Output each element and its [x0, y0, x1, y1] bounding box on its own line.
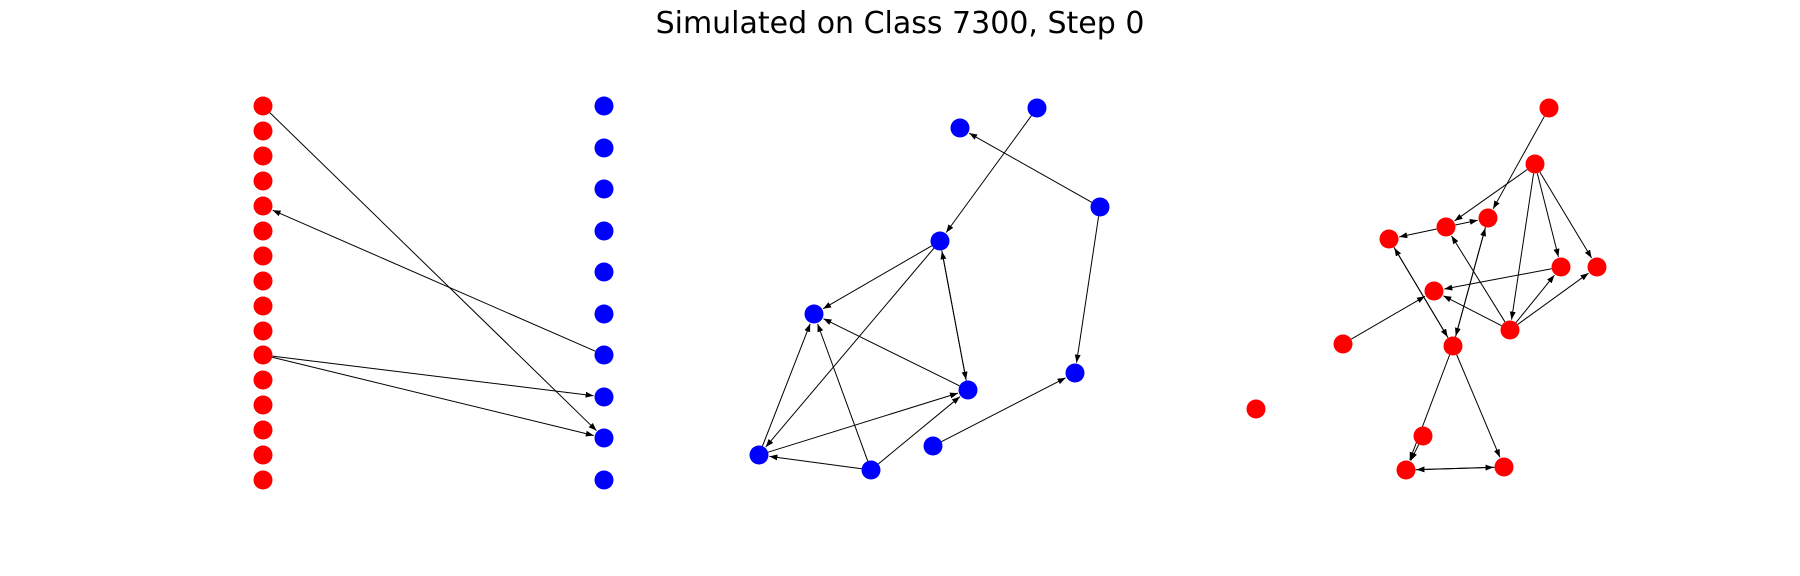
node-g1	[1027, 98, 1047, 118]
node-h12	[1396, 460, 1416, 480]
node-g5	[1065, 363, 1085, 383]
node-h8	[1246, 399, 1266, 419]
node-g2	[1090, 197, 1110, 217]
node-h14	[1494, 457, 1514, 477]
panel-blue-graph	[749, 98, 1110, 480]
node-b6	[594, 345, 614, 365]
node-r6	[253, 246, 273, 266]
edge-g8-g6	[878, 396, 961, 465]
node-b2	[594, 179, 614, 199]
edge-h3-h4	[1399, 228, 1437, 239]
node-b4	[594, 262, 614, 282]
node-h1	[1525, 154, 1545, 174]
edge-h14-h12	[1416, 466, 1495, 473]
edge-h5-h7	[1444, 268, 1552, 291]
node-r11	[253, 370, 273, 390]
edge-h3-h2	[1455, 218, 1478, 226]
node-h3	[1436, 217, 1456, 237]
node-r10	[253, 345, 273, 365]
node-b3	[594, 221, 614, 241]
edge-r10-b7	[272, 355, 594, 398]
node-h4	[1379, 229, 1399, 249]
edge-r10-b8	[272, 356, 594, 437]
node-r12	[253, 395, 273, 415]
node-b5	[594, 304, 614, 324]
edge-g8-g3	[817, 323, 869, 462]
edge-h10-h5	[1515, 274, 1555, 323]
panel-bipartite	[253, 96, 614, 490]
node-h10	[1500, 320, 1520, 340]
node-r5	[253, 221, 273, 241]
node-r8	[253, 296, 273, 316]
node-r7	[253, 271, 273, 291]
edge-g7-g6	[767, 392, 959, 453]
node-h13	[1413, 426, 1433, 446]
edge-h1-h10	[1509, 173, 1535, 320]
node-h6	[1587, 257, 1607, 277]
node-b1	[594, 138, 614, 158]
edge-g1-g4	[945, 115, 1032, 233]
node-r3	[253, 171, 273, 191]
node-r14	[253, 445, 273, 465]
edge-h10-h7	[1443, 295, 1502, 327]
node-r1	[253, 121, 273, 141]
figure-title: Simulated on Class 7300, Step 0	[655, 6, 1145, 41]
edge-h0-h2	[1492, 116, 1545, 210]
edge-g2-g0	[968, 132, 1092, 203]
node-g8	[861, 460, 881, 480]
edge-h1-h5	[1536, 173, 1560, 257]
node-g7	[749, 445, 769, 465]
edge-h9-h14	[1456, 354, 1501, 458]
node-r2	[253, 146, 273, 166]
node-g6	[958, 380, 978, 400]
node-b0	[594, 96, 614, 116]
node-r4	[253, 196, 273, 216]
edge-h13-h12	[1410, 444, 1420, 461]
edge-h9-h12	[1409, 354, 1451, 461]
node-h7	[1424, 281, 1444, 301]
node-h2	[1478, 208, 1498, 228]
edge-g7-g3	[761, 323, 811, 447]
edge-g9-g5	[941, 377, 1066, 443]
edge-b6-r4	[272, 209, 596, 352]
edge-h9-h4	[1393, 247, 1449, 339]
node-r13	[253, 420, 273, 440]
edge-h1-h3	[1454, 169, 1528, 222]
edge-h10-h6	[1517, 272, 1589, 325]
edge-g6-g3	[823, 318, 960, 387]
node-r9	[253, 321, 273, 341]
node-g9	[923, 436, 943, 456]
node-b8	[594, 428, 614, 448]
edge-g2-g5	[1074, 216, 1100, 363]
node-b7	[594, 387, 614, 407]
edge-g8-g7	[769, 454, 862, 470]
edge-h10-h3	[1451, 235, 1506, 323]
edge-g4-g7	[765, 247, 935, 448]
node-r15	[253, 470, 273, 490]
node-g4	[930, 231, 950, 251]
node-h5	[1551, 257, 1571, 277]
node-r0	[253, 96, 273, 116]
edge-h9-h2	[1455, 227, 1487, 337]
node-b9	[594, 470, 614, 490]
node-g0	[950, 118, 970, 138]
node-g3	[804, 304, 824, 324]
edge-g6-g4	[940, 251, 967, 381]
node-h11	[1333, 334, 1353, 354]
edge-h1-h6	[1539, 171, 1593, 259]
node-h0	[1539, 98, 1559, 118]
edge-g4-g3	[822, 245, 933, 310]
edge-r0-b8	[269, 112, 597, 432]
node-h9	[1443, 336, 1463, 356]
panel-red-graph	[1246, 98, 1607, 480]
edge-h11-h7	[1350, 295, 1426, 340]
